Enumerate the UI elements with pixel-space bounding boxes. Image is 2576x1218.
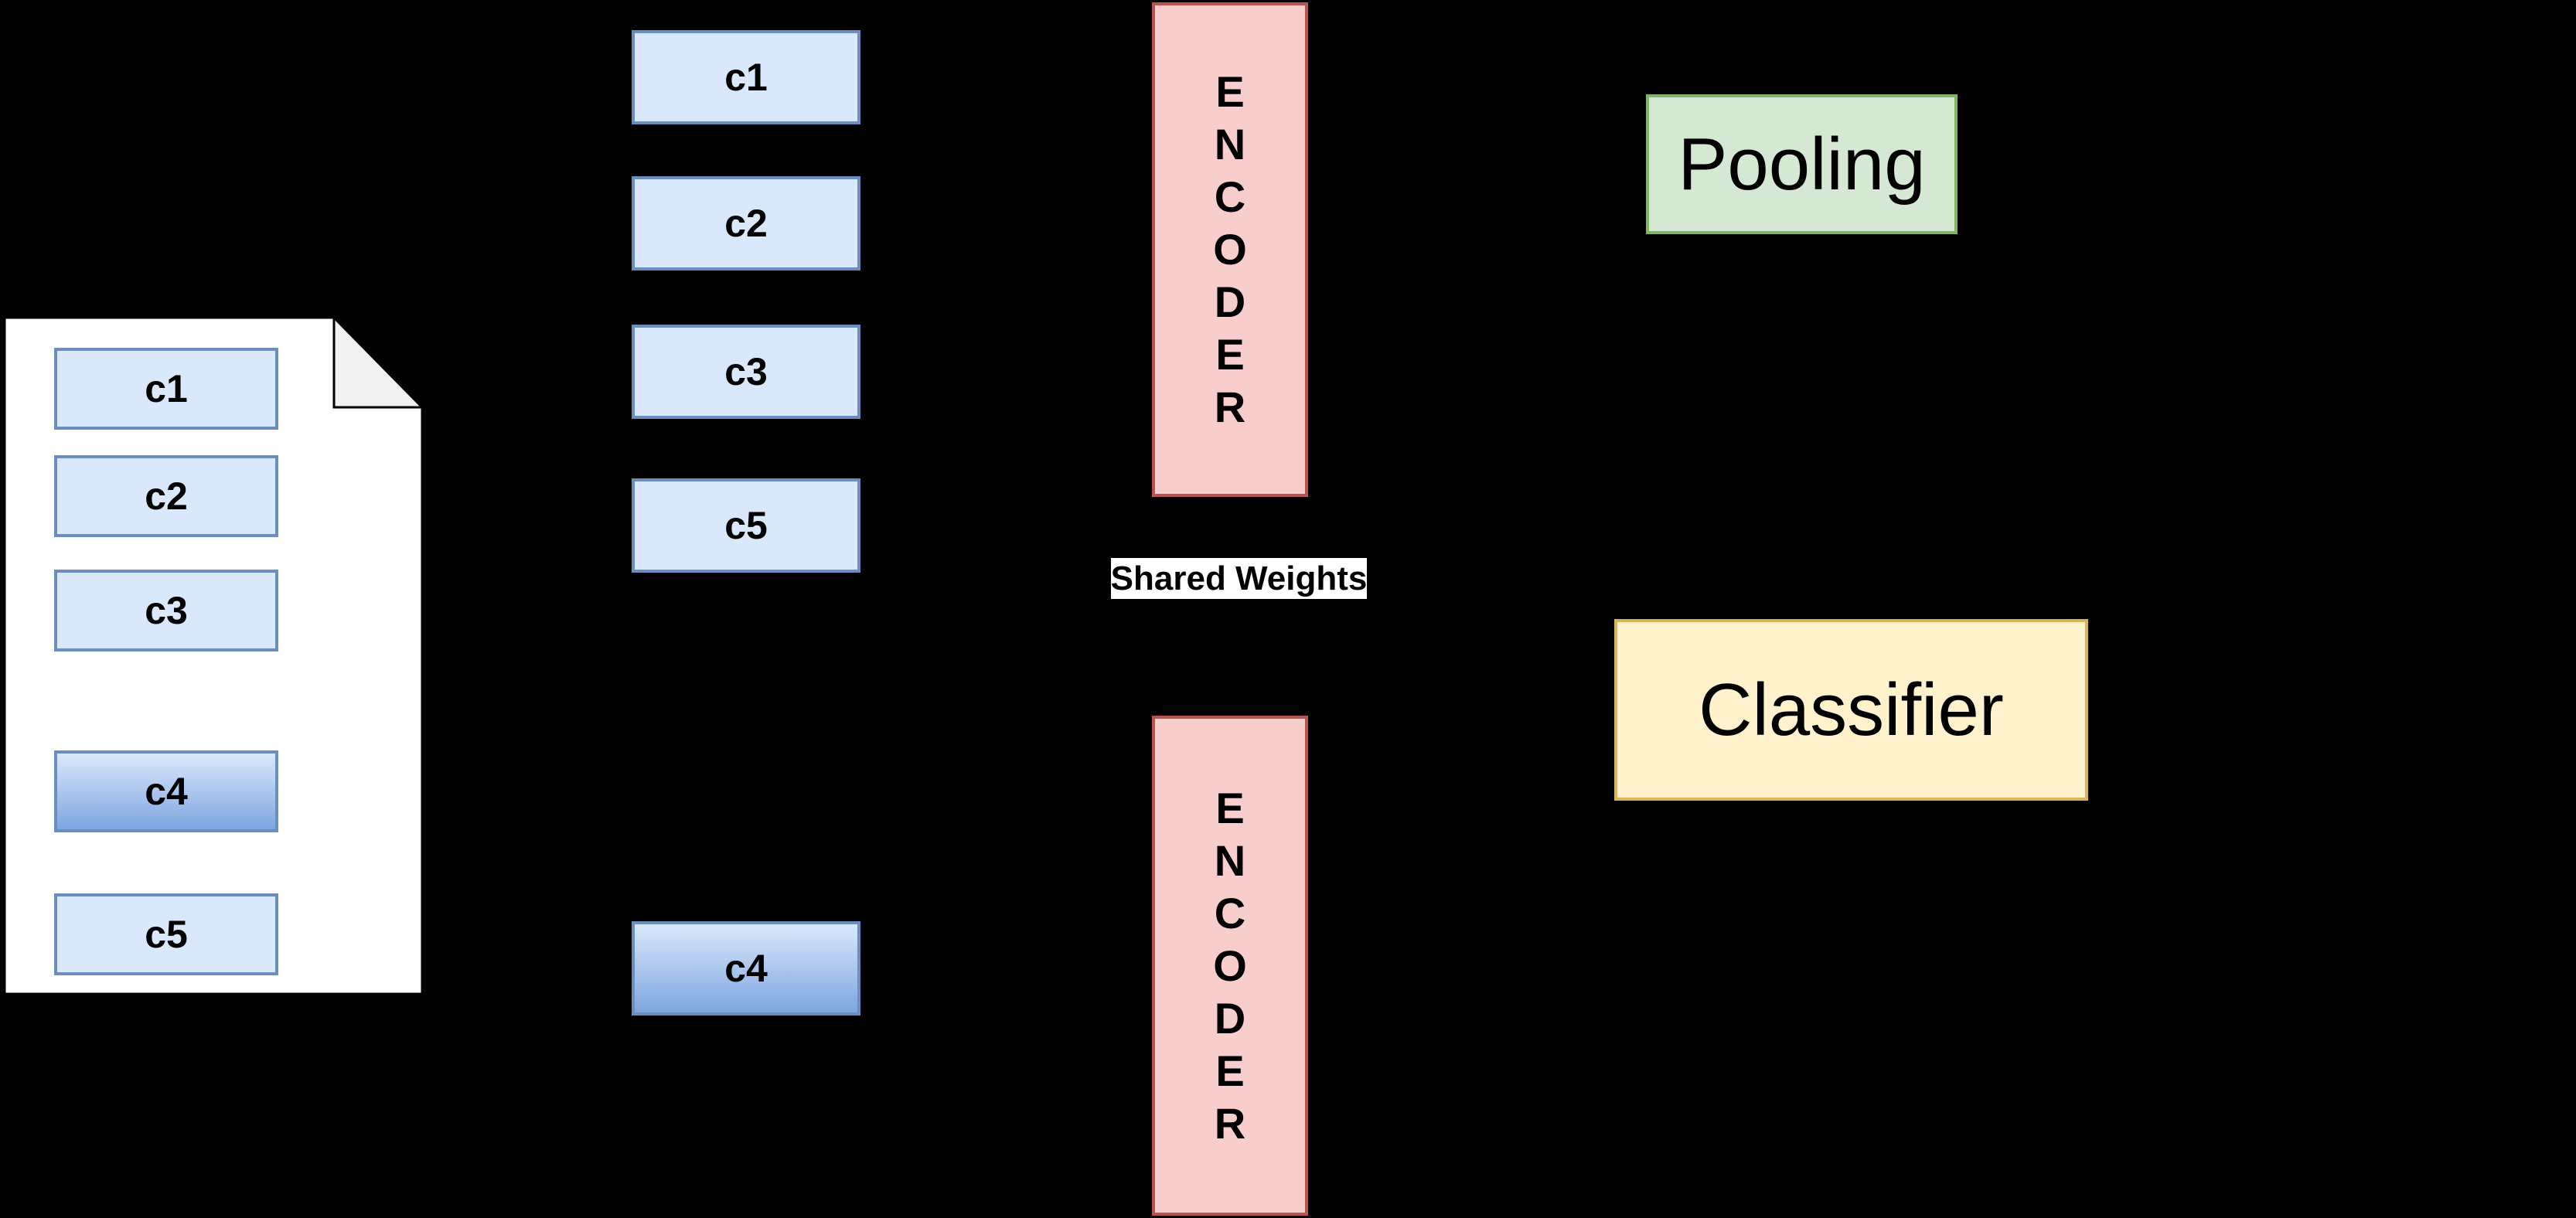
encoder-letter: C (1214, 888, 1246, 937)
doc-chunk-box-c4: c4 (54, 750, 278, 832)
token-label: c1 (724, 56, 768, 99)
encoder-letter: N (1214, 120, 1246, 168)
doc-chunk-label: c2 (145, 475, 188, 518)
doc-chunk-label: c3 (145, 589, 188, 632)
doc-chunk-box-c3: c3 (54, 570, 278, 652)
doc-chunk-box-c1: c1 (54, 348, 278, 430)
token-box-c5: c5 (632, 478, 860, 573)
token-box-c1: c1 (632, 30, 860, 124)
token-label: c3 (724, 350, 768, 393)
shared-weights-label: Shared Weights (1111, 558, 1367, 599)
encoder-letter: C (1214, 172, 1246, 221)
pooling-box: Pooling (1646, 94, 1958, 234)
token-label: c5 (724, 504, 768, 547)
encoder-letter: E (1215, 330, 1245, 379)
encoder-letter: R (1214, 1098, 1246, 1148)
document-shape: c1 c2 c3 c4 c5 (3, 316, 424, 995)
token-label: c4 (724, 947, 768, 990)
encoder-letter: N (1214, 835, 1246, 885)
document-fold-corner (332, 316, 424, 409)
token-box-c3: c3 (632, 325, 860, 419)
encoder-letter: D (1214, 277, 1246, 326)
encoder-letter: D (1214, 993, 1246, 1043)
encoder-letter: E (1215, 67, 1245, 116)
doc-chunk-label: c1 (145, 367, 188, 410)
token-box-c2: c2 (632, 176, 860, 270)
token-label: c2 (724, 202, 768, 245)
pooling-label: Pooling (1678, 122, 1926, 206)
doc-chunk-label: c5 (145, 913, 188, 956)
doc-chunk-box-c5: c5 (54, 893, 278, 975)
encoder-letter: R (1214, 383, 1246, 431)
encoder-letter: O (1213, 225, 1247, 274)
encoder-bottom-box: E N C O D E R (1152, 716, 1308, 1216)
encoder-letter: E (1215, 783, 1245, 832)
shared-weights-text: Shared Weights (1110, 559, 1368, 597)
doc-chunk-label: c4 (145, 770, 188, 813)
token-box-c4-heldout: c4 (632, 921, 860, 1016)
encoder-letter: E (1215, 1046, 1245, 1095)
encoder-letter: O (1213, 941, 1247, 990)
classifier-box: Classifier (1614, 619, 2088, 801)
encoder-top-box: E N C O D E R (1152, 2, 1308, 497)
classifier-label: Classifier (1699, 668, 2004, 751)
doc-chunk-box-c2: c2 (54, 455, 278, 537)
